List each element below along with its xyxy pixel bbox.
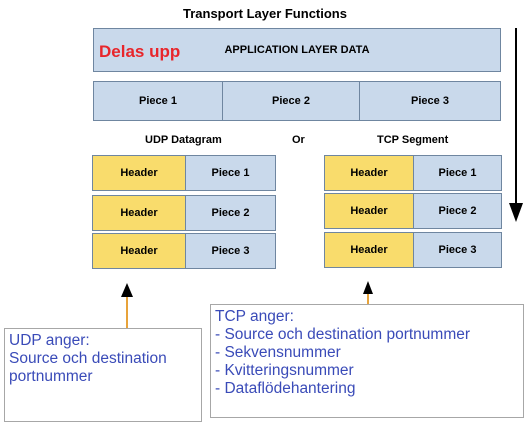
tcp-piece-3: Piece 3 — [413, 232, 502, 268]
udp-piece-3: Piece 3 — [185, 233, 276, 269]
piece-box-2: Piece 2 — [222, 81, 360, 121]
udp-piece-2: Piece 2 — [185, 195, 276, 231]
application-data-bar — [93, 28, 501, 72]
tcp-header-1: Header — [324, 155, 414, 191]
tcp-callout-line-3: - Sekvensnummer — [215, 344, 341, 361]
delas-upp-label: Delas upp — [99, 42, 181, 61]
tcp-callout-line-4: - Kvitteringsnummer — [215, 362, 354, 379]
tcp-callout-line-1: TCP anger: — [215, 308, 294, 325]
down-arrow-icon — [509, 28, 523, 222]
tcp-callout: TCP anger: - Source och destination port… — [210, 304, 524, 418]
tcp-callout-line-5: - Dataflödehantering — [215, 380, 356, 397]
application-data-label: APPLICATION LAYER DATA — [224, 44, 370, 56]
tcp-header-3: Header — [324, 232, 414, 268]
udp-header-2: Header — [92, 195, 186, 231]
udp-callout: UDP anger: Source och destination portnu… — [4, 328, 202, 422]
piece-box-3: Piece 3 — [359, 81, 501, 121]
udp-callout-line-1: UDP anger: — [9, 332, 90, 349]
udp-callout-line-3: portnummer — [9, 368, 93, 385]
udp-header-3: Header — [92, 233, 186, 269]
udp-header-1: Header — [92, 155, 186, 191]
tcp-up-arrow-icon — [363, 281, 373, 304]
tcp-callout-line-2: - Source och destination portnummer — [215, 326, 471, 343]
udp-datagram-label: UDP Datagram — [145, 134, 222, 146]
tcp-piece-1: Piece 1 — [413, 155, 502, 191]
or-label: Or — [292, 134, 305, 146]
udp-piece-1: Piece 1 — [185, 155, 276, 191]
piece-box-1: Piece 1 — [93, 81, 223, 121]
udp-callout-line-2: Source och destination — [9, 350, 167, 367]
diagram-title: Transport Layer Functions — [183, 6, 347, 21]
udp-up-arrow-icon — [121, 283, 133, 328]
tcp-segment-label: TCP Segment — [377, 134, 449, 146]
tcp-header-2: Header — [324, 193, 414, 229]
tcp-piece-2: Piece 2 — [413, 193, 502, 229]
